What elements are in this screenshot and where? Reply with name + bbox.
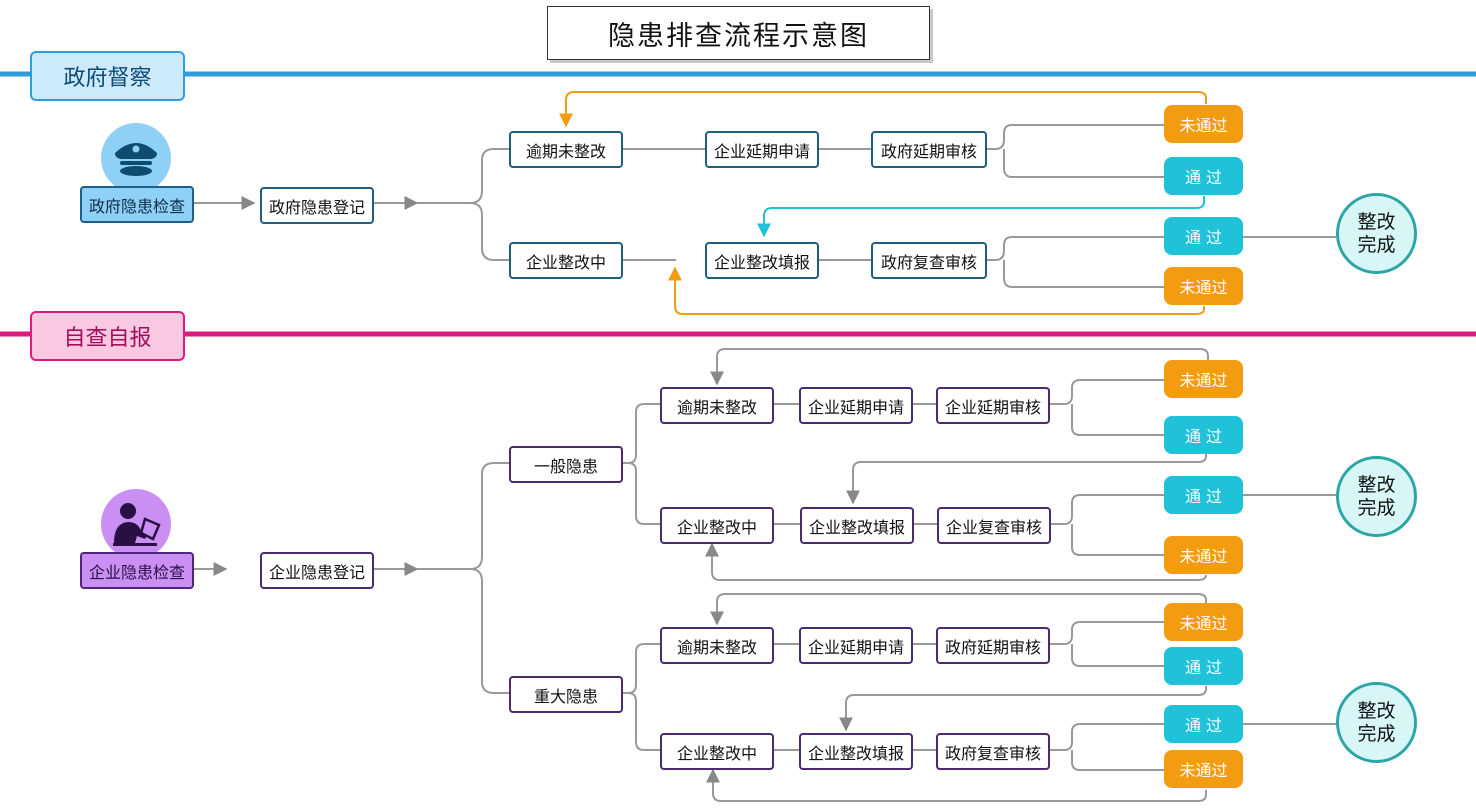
self-general-node[interactable]: 一般隐患 [509, 446, 623, 483]
major-overdue-node[interactable]: 逾期未整改 [660, 627, 774, 664]
general-overdue-node[interactable]: 逾期未整改 [660, 387, 774, 424]
major-done-node: 整改完成 [1336, 682, 1417, 763]
gov-register-node[interactable]: 政府隐患登记 [260, 187, 374, 224]
general-in-progress-node[interactable]: 企业整改中 [660, 507, 774, 544]
major-extension-review-node[interactable]: 政府延期审核 [936, 627, 1050, 664]
major-recheck-review-node[interactable]: 政府复查审核 [936, 733, 1050, 770]
major-fail-bottom-button[interactable]: 未通过 [1164, 750, 1243, 788]
self-start-node[interactable]: 企业隐患检查 [80, 552, 194, 589]
gov-recheck-review-node[interactable]: 政府复查审核 [871, 242, 987, 279]
general-fail-top-button[interactable]: 未通过 [1164, 360, 1243, 398]
gov-fill-report-node[interactable]: 企业整改填报 [705, 242, 819, 279]
general-extension-apply-node[interactable]: 企业延期申请 [799, 387, 913, 424]
gov-in-progress-node[interactable]: 企业整改中 [509, 242, 623, 279]
major-extension-apply-node[interactable]: 企业延期申请 [799, 627, 913, 664]
general-fill-report-node[interactable]: 企业整改填报 [800, 507, 914, 544]
general-pass-top-button[interactable]: 通 过 [1164, 416, 1243, 454]
self-register-node[interactable]: 企业隐患登记 [260, 552, 374, 589]
major-pass-top-button[interactable]: 通 过 [1164, 647, 1243, 685]
gov-retry-arrow [559, 91, 1207, 128]
gov-extension-apply-node[interactable]: 企业延期申请 [705, 131, 819, 168]
major-pass-bottom-button[interactable]: 通 过 [1164, 705, 1243, 743]
general-extension-review-node[interactable]: 企业延期审核 [936, 387, 1050, 424]
major-in-progress-node[interactable]: 企业整改中 [660, 733, 774, 770]
gov-pass-top-button[interactable]: 通 过 [1164, 157, 1243, 195]
gov-fail-bottom-button[interactable]: 未通过 [1164, 267, 1243, 305]
major-fail-top-button[interactable]: 未通过 [1164, 603, 1243, 641]
gov-pass-arrow [757, 196, 1205, 238]
general-recheck-review-node[interactable]: 企业复查审核 [937, 507, 1051, 544]
page-title: 隐患排查流程示意图 [547, 6, 930, 60]
general-fail-bottom-button[interactable]: 未通过 [1164, 536, 1243, 574]
gov-fail-top-button[interactable]: 未通过 [1164, 105, 1243, 143]
general-pass-bottom-button[interactable]: 通 过 [1164, 476, 1243, 514]
self-major-node[interactable]: 重大隐患 [509, 676, 623, 713]
gov-overdue-node[interactable]: 逾期未整改 [509, 131, 623, 168]
general-done-node: 整改完成 [1336, 456, 1417, 537]
person-at-desk-icon [101, 489, 171, 559]
major-fill-report-node[interactable]: 企业整改填报 [799, 733, 913, 770]
gov-done-node: 整改完成 [1336, 193, 1417, 274]
gov-start-node[interactable]: 政府隐患检查 [80, 186, 194, 223]
lane-label-self: 自查自报 [30, 311, 185, 361]
gov-extension-review-node[interactable]: 政府延期审核 [871, 131, 987, 168]
police-officer-icon [101, 123, 171, 193]
gov-fail-arrow [668, 266, 1205, 315]
gov-pass-bottom-button[interactable]: 通 过 [1164, 217, 1243, 255]
lane-label-gov: 政府督察 [30, 51, 185, 101]
